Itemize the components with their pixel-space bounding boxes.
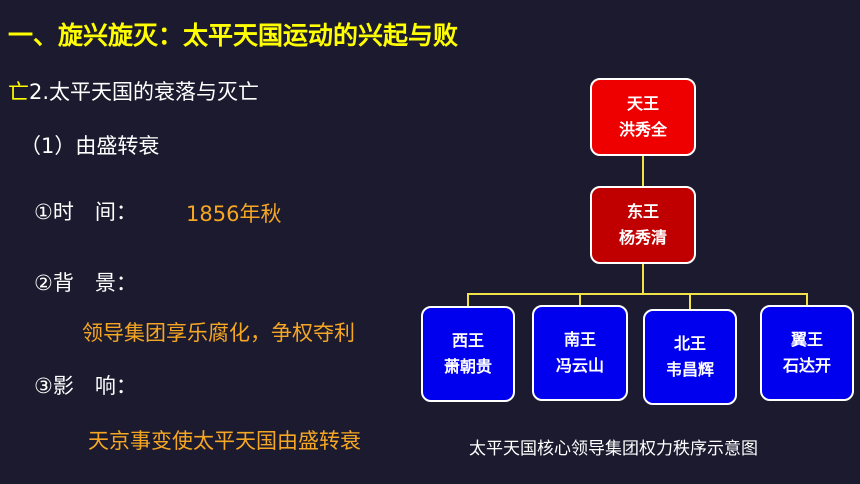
node-yiwang: 翼王 石达开	[760, 305, 854, 401]
subheading-decline: （1）由盛转衰	[20, 134, 160, 158]
node-title: 西王	[451, 331, 484, 350]
node-title: 天王	[626, 94, 659, 113]
connector-horizontal-bus	[467, 293, 807, 295]
node-name: 杨秀清	[618, 228, 667, 247]
section-text: 2.太平天国的衰落与灭亡	[29, 80, 260, 104]
node-nanwang: 南王 冯云山	[532, 305, 628, 401]
connector-dongwang-bus	[642, 264, 644, 294]
time-label: ①时 间：	[34, 200, 137, 224]
node-tianwang: 天王 洪秀全	[590, 78, 696, 156]
connector-to-yiwang	[806, 293, 808, 305]
node-title: 翼王	[790, 330, 823, 349]
node-beiwang: 北王 韦昌辉	[643, 309, 737, 405]
background-value: 领导集团享乐腐化，争权夺利	[82, 321, 355, 345]
node-title: 南王	[563, 330, 596, 349]
node-name: 洪秀全	[618, 120, 667, 139]
time-value: 1856年秋	[186, 202, 282, 226]
node-title: 东王	[626, 202, 659, 221]
node-name: 冯云山	[555, 356, 604, 375]
node-xiwang: 西王 萧朝贵	[421, 306, 515, 402]
section-heading: 亡2.太平天国的衰落与灭亡	[8, 76, 259, 106]
connector-to-xiwang	[467, 293, 469, 306]
section-glyph: 亡	[8, 80, 29, 104]
node-dongwang: 东王 杨秀清	[590, 186, 696, 264]
connector-tianwang-dongwang	[642, 156, 644, 186]
node-title: 北王	[673, 334, 706, 353]
impact-label: ③影 响：	[34, 374, 137, 398]
connector-to-nanwang	[579, 293, 581, 305]
node-name: 萧朝贵	[443, 357, 492, 376]
impact-value: 天京事变使太平天国由盛转衰	[88, 429, 361, 453]
background-label: ②背 景：	[34, 271, 137, 295]
node-name: 石达开	[782, 356, 831, 375]
connector-to-beiwang	[689, 293, 691, 309]
diagram-caption: 太平天国核心领导集团权力秩序示意图	[469, 439, 758, 459]
slide-title: 一、旋兴旋灭：太平天国运动的兴起与败	[8, 21, 459, 50]
node-name: 韦昌辉	[665, 360, 714, 379]
